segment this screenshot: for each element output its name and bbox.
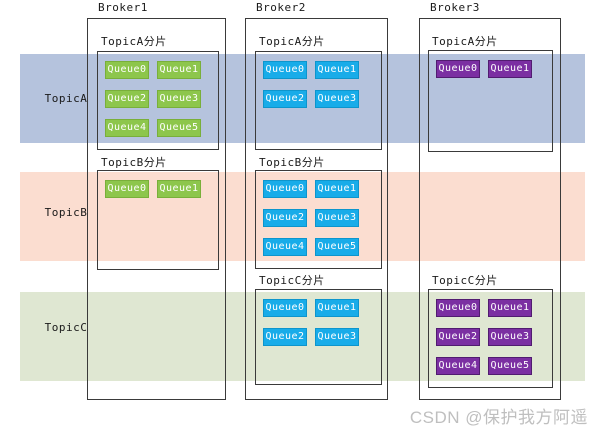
- queue-chip: Queue0: [263, 180, 307, 198]
- broker-box: [419, 18, 561, 400]
- shard-label: TopicA分片: [432, 35, 498, 48]
- queue-chip: Queue0: [263, 299, 307, 317]
- queue-chip: Queue0: [263, 61, 307, 79]
- queue-chip: Queue5: [488, 357, 532, 375]
- queue-chip: Queue4: [105, 119, 149, 137]
- shard-label: TopicC分片: [259, 274, 325, 287]
- queue-chip: Queue0: [436, 60, 480, 78]
- shard-box: [255, 51, 382, 150]
- queue-chip: Queue0: [105, 180, 149, 198]
- shard-box: [255, 289, 382, 385]
- topic-band-label: TopicA: [44, 92, 88, 105]
- queue-chip: Queue2: [105, 90, 149, 108]
- queue-chip: Queue4: [263, 238, 307, 256]
- queue-chip: Queue1: [488, 60, 532, 78]
- queue-chip: Queue1: [315, 61, 359, 79]
- shard-label: TopicA分片: [259, 35, 325, 48]
- shard-label: TopicB分片: [259, 156, 325, 169]
- queue-chip: Queue5: [157, 119, 201, 137]
- queue-chip: Queue3: [315, 209, 359, 227]
- topic-band-label: TopicB: [44, 206, 88, 219]
- topic-band-label: TopicC: [44, 321, 88, 334]
- shard-box: [97, 170, 219, 270]
- queue-chip: Queue3: [157, 90, 201, 108]
- broker-label: Broker2: [256, 1, 306, 14]
- shard-box: [428, 50, 553, 152]
- queue-chip: Queue1: [488, 299, 532, 317]
- shard-box: [255, 170, 382, 269]
- queue-chip: Queue2: [263, 90, 307, 108]
- queue-chip: Queue3: [315, 328, 359, 346]
- shard-box: [428, 289, 553, 388]
- queue-chip: Queue1: [315, 299, 359, 317]
- queue-chip: Queue1: [157, 61, 201, 79]
- shard-label: TopicC分片: [432, 274, 498, 287]
- queue-chip: Queue1: [157, 180, 201, 198]
- shard-box: [97, 51, 219, 150]
- queue-chip: Queue4: [436, 357, 480, 375]
- shard-label: TopicA分片: [101, 35, 167, 48]
- broker-label: Broker3: [430, 1, 480, 14]
- broker-label: Broker1: [98, 1, 148, 14]
- queue-chip: Queue1: [315, 180, 359, 198]
- queue-chip: Queue5: [315, 238, 359, 256]
- queue-chip: Queue2: [263, 328, 307, 346]
- queue-chip: Queue0: [436, 299, 480, 317]
- queue-chip: Queue3: [488, 328, 532, 346]
- broker-box: [87, 18, 226, 400]
- broker-box: [245, 18, 388, 400]
- queue-chip: Queue2: [436, 328, 480, 346]
- queue-chip: Queue2: [263, 209, 307, 227]
- watermark: CSDN @保护我方阿遥: [409, 408, 588, 427]
- shard-label: TopicB分片: [101, 156, 167, 169]
- queue-chip: Queue0: [105, 61, 149, 79]
- queue-chip: Queue3: [315, 90, 359, 108]
